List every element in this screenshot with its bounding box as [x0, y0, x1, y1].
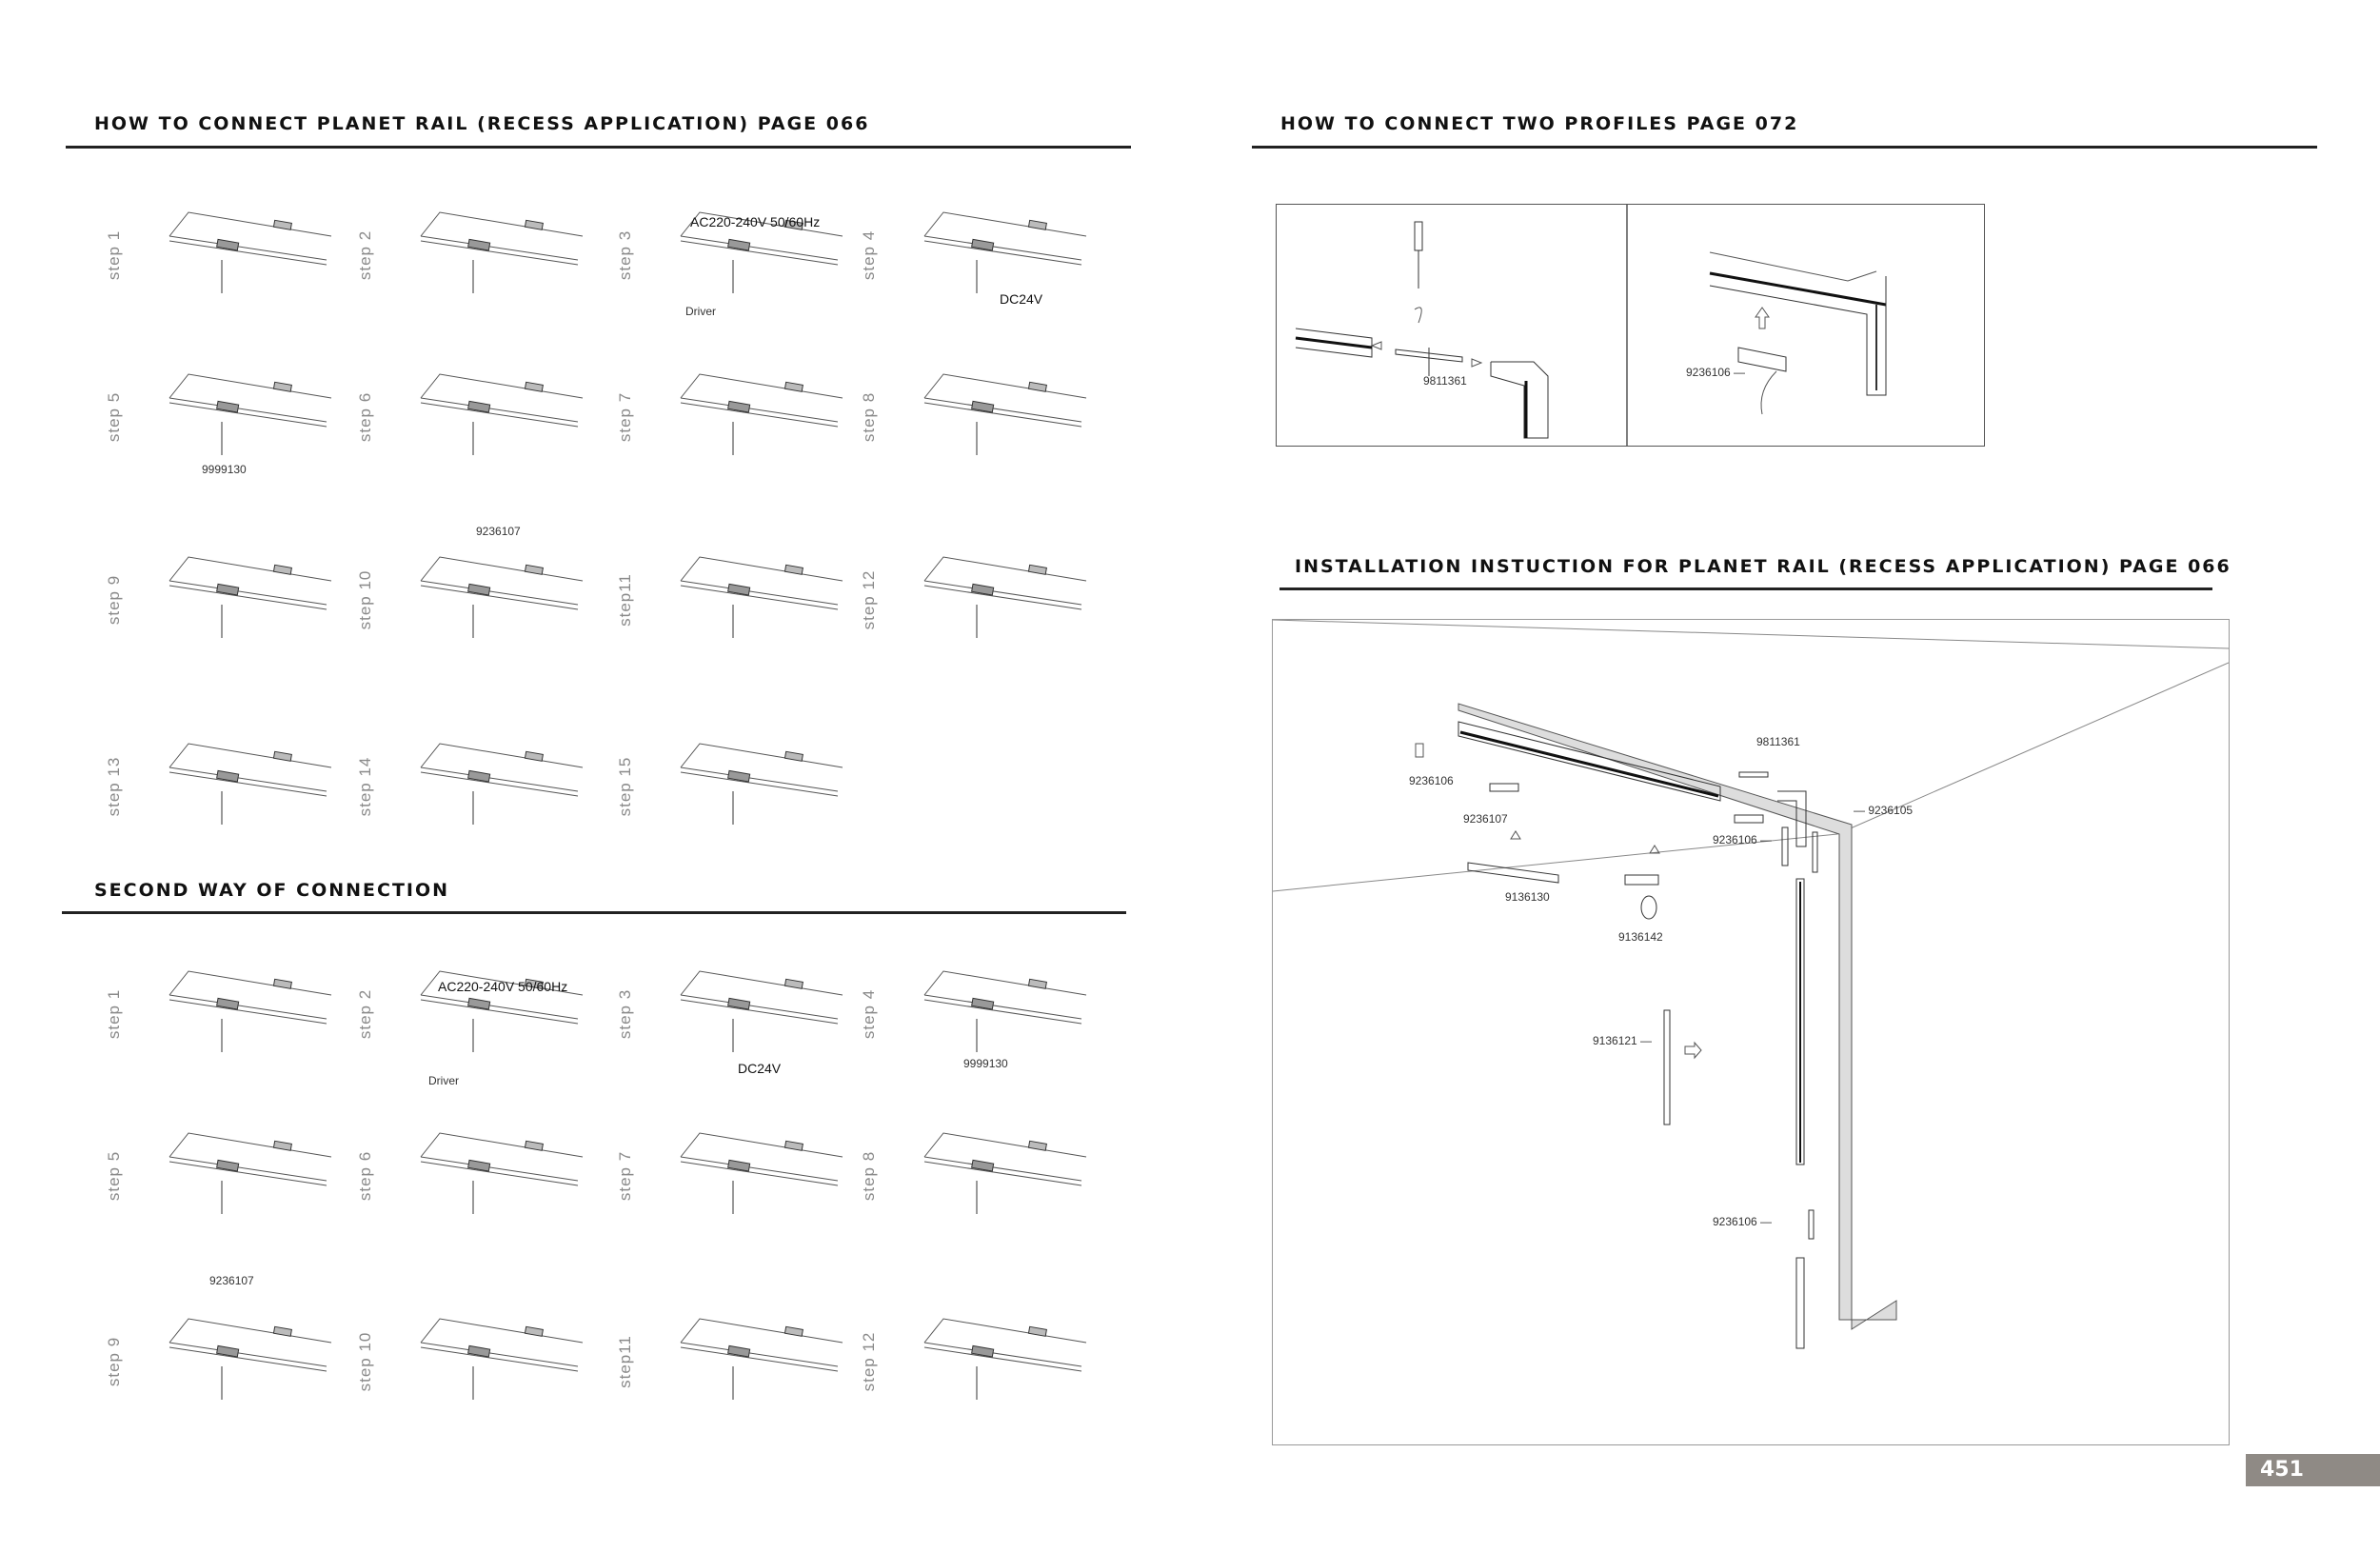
step-illustration: [662, 208, 852, 312]
part-number-9236107: 9236107: [209, 1274, 254, 1287]
two-profiles-diagram: 9811361 9236106 —: [1276, 204, 1985, 447]
step-label: step 1: [105, 988, 123, 1040]
step-label: step 9: [105, 1336, 123, 1387]
step-label: step 10: [356, 569, 374, 630]
step-illustration: [662, 1128, 852, 1233]
section-divider: [62, 911, 1126, 914]
two-profiles-illustration: [1277, 205, 1984, 446]
step-illustration: [150, 966, 341, 1071]
part-number-9236106: 9236106 —: [1713, 1215, 1773, 1228]
installation-diagram: 9811361 9236106 9236107 — 9236105 923610…: [1272, 619, 2230, 1445]
step-illustration: [905, 552, 1096, 657]
part-number-9236107: 9236107: [1463, 812, 1508, 826]
part-number-9999130: 9999130: [202, 463, 247, 476]
part-number-9236106: 9236106 —: [1713, 833, 1773, 846]
section-title-installation: INSTALLATION INSTUCTION FOR PLANET RAIL …: [1295, 556, 2231, 577]
step-label: step 9: [105, 574, 123, 626]
step-illustration: [905, 1314, 1096, 1419]
part-number-9811361: 9811361: [1423, 374, 1467, 388]
step-label: step11: [616, 1335, 634, 1388]
step-illustration: [662, 739, 852, 844]
callout-ac-voltage: AC220-240V 50/60Hz: [690, 214, 821, 229]
step-illustration: [150, 1128, 341, 1233]
step-illustration: [905, 208, 1096, 312]
step-label: step 12: [860, 1331, 878, 1392]
section-divider: [1252, 146, 2317, 149]
callout-dc-voltage: DC24V: [738, 1061, 782, 1076]
step-label: step 5: [105, 391, 123, 443]
step-illustration: [402, 739, 592, 844]
step-illustration: [402, 966, 592, 1071]
callout-dc-voltage: DC24V: [1000, 291, 1043, 307]
step-illustration: [150, 208, 341, 312]
callout-driver: Driver: [428, 1074, 459, 1087]
step-illustration: [150, 739, 341, 844]
step-illustration: [402, 369, 592, 474]
step-label: step 15: [616, 756, 634, 817]
section-divider: [1279, 587, 2212, 590]
step-label: step11: [616, 573, 634, 627]
part-number-9136130: 9136130: [1505, 890, 1550, 904]
part-number-9136142: 9136142: [1618, 930, 1663, 944]
callout-driver: Driver: [685, 305, 716, 318]
step-label: step 2: [356, 988, 374, 1040]
step-label: step 4: [860, 988, 878, 1040]
section-divider: [66, 146, 1131, 149]
step-label: step 7: [616, 391, 634, 443]
step-label: step 4: [860, 229, 878, 281]
step-label: step 10: [356, 1331, 374, 1392]
step-label: step 13: [105, 756, 123, 817]
part-number-9236106: 9236106: [1409, 774, 1454, 787]
step-label: step 6: [356, 1150, 374, 1202]
step-illustration: [402, 552, 592, 657]
part-number-9811361: 9811361: [1756, 735, 1800, 748]
step-illustration: [402, 1314, 592, 1419]
callout-ac-voltage: AC220-240V 50/60Hz: [438, 979, 568, 994]
step-illustration: [905, 369, 1096, 474]
step-illustration: [150, 369, 341, 474]
room-corner-illustration: [1273, 620, 2229, 1444]
part-number-9236105: — 9236105: [1854, 804, 1914, 817]
part-number-9999130: 9999130: [963, 1057, 1008, 1070]
step-label: step 7: [616, 1150, 634, 1202]
step-illustration: [402, 1128, 592, 1233]
step-illustration: [662, 369, 852, 474]
step-label: step 8: [860, 1150, 878, 1202]
section-title-two-profiles: HOW TO CONNECT TWO PROFILES PAGE 072: [1280, 113, 1799, 134]
step-label: step 8: [860, 391, 878, 443]
part-number-9236107: 9236107: [476, 525, 521, 538]
section-title-second-way: SECOND WAY OF CONNECTION: [94, 880, 450, 901]
step-illustration: [662, 552, 852, 657]
step-label: step 14: [356, 756, 374, 817]
step-illustration: [150, 552, 341, 657]
step-label: step 1: [105, 229, 123, 281]
step-illustration: [662, 1314, 852, 1419]
part-number-9236106: 9236106 —: [1686, 366, 1746, 379]
step-label: step 3: [616, 229, 634, 281]
step-illustration: [402, 208, 592, 312]
step-label: step 6: [356, 391, 374, 443]
step-illustration: [150, 1314, 341, 1419]
step-label: step 2: [356, 229, 374, 281]
part-number-9136121: 9136121 —: [1593, 1034, 1653, 1047]
step-label: step 12: [860, 569, 878, 630]
step-label: step 3: [616, 988, 634, 1040]
step-illustration: [662, 966, 852, 1071]
step-label: step 5: [105, 1150, 123, 1202]
page-number: 451: [2246, 1454, 2380, 1486]
step-illustration: [905, 966, 1096, 1071]
step-illustration: [905, 1128, 1096, 1233]
section-title-connect-planet-rail: HOW TO CONNECT PLANET RAIL (RECESS APPLI…: [94, 113, 870, 134]
